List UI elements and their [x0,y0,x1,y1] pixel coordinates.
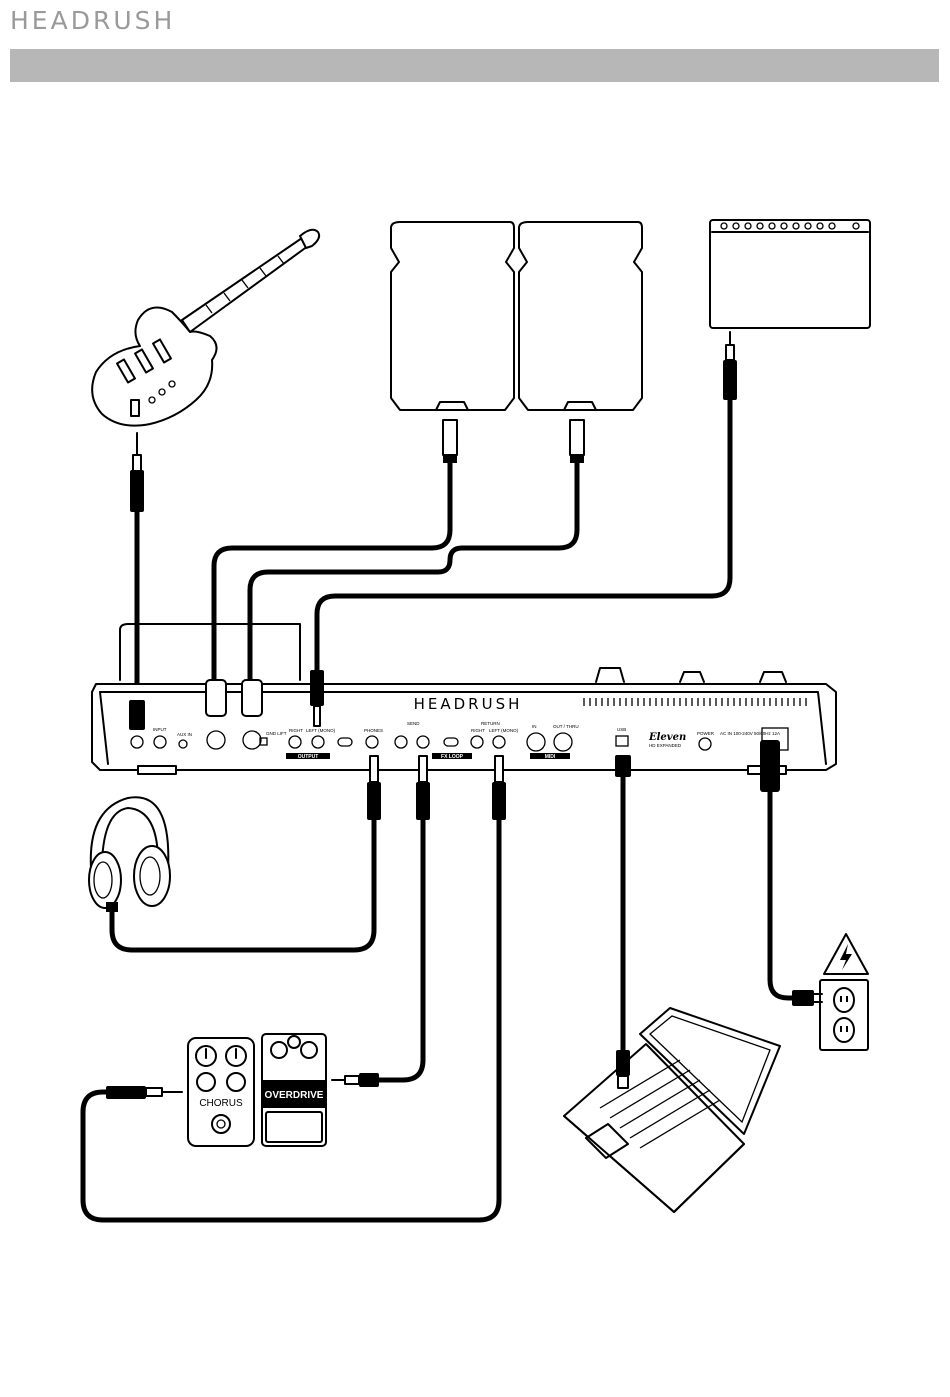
headrush-unit: HEADRUSH OUTPUT FX LOOP MIDI INPUT AUX I [92,624,836,792]
guitar-icon [92,230,319,426]
overdrive-plug [332,1073,379,1087]
speaker-left-icon [391,222,514,463]
speaker-right-icon [519,222,642,463]
output-section-label: OUTPUT [298,754,319,760]
xlr-left-plug [242,680,262,716]
return-label: RETURN [481,721,500,726]
guitar-plug [130,433,144,512]
midi-out-label: OUT / THRU [553,724,579,729]
power-cable [770,790,800,998]
chorus-pedal-icon: CHORUS [188,1038,254,1146]
ac-rating-label: AC IN 100-240V 50/60Hz 12A [720,731,780,736]
amp-cable [317,400,730,670]
usb-plug [615,755,631,777]
chorus-label: CHORUS [199,1098,243,1109]
usb-label: USB [617,727,626,732]
output-right-label: RIGHT [289,728,303,733]
chorus-plug [106,1086,182,1099]
laptop-usb-plug [616,1050,630,1088]
amplifier-icon [710,220,870,400]
input-label: INPUT [153,727,167,732]
fx-right-label: RIGHT [471,728,485,733]
laptop-icon [564,1008,780,1212]
fx-loop-section-label: FX LOOP [441,754,464,760]
send-label: SEND [407,721,420,726]
output-left-label: LEFT (MONO) [306,728,336,733]
overdrive-pedal-icon: OVERDRIVE [262,1034,326,1146]
amp-plug [310,670,324,706]
eleven-logo: Eleven [648,732,686,743]
power-outlet-icon [792,934,868,1050]
xlr-right-plug [206,680,226,716]
midi-in-label: IN [532,724,537,729]
input-plug [129,700,145,730]
unit-brand-text: HEADRUSH [414,695,523,713]
midi-section-label: MIDI [545,754,556,760]
fx-left-label: LEFT (MONO) [489,728,519,733]
power-plug [760,740,780,792]
gnd-lift-label: GND LIFT [266,731,287,736]
overdrive-label: OVERDRIVE [265,1090,324,1101]
eleven-logo-sub: HD EXPANDED [649,743,682,748]
headphones-icon [89,797,170,912]
fx-send-cable [372,818,423,1080]
power-label: POWER [697,731,715,736]
phones-label: PHONES [364,728,383,733]
aux-in-label: AUX IN [177,732,192,737]
